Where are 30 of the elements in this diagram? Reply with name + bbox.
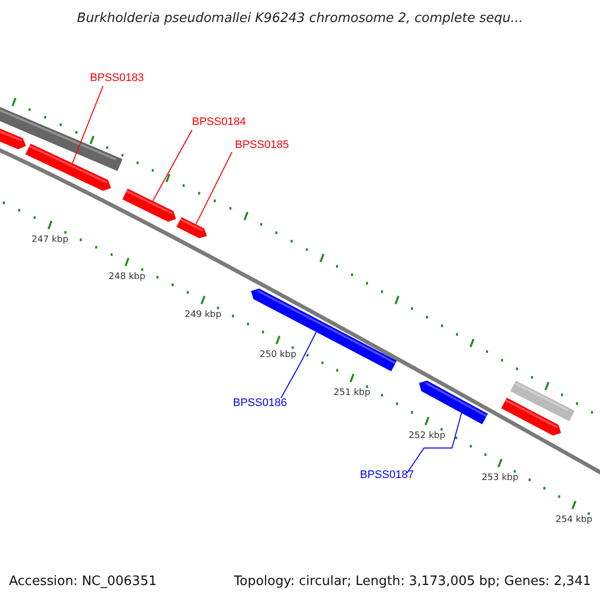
gene-feature	[251, 288, 397, 372]
gene-label: BPSS0184	[192, 117, 246, 128]
gene-label: BPSS0183	[90, 73, 144, 84]
feature-bar	[510, 380, 575, 422]
scale-label: 253 kbp	[482, 474, 518, 483]
gene-feature	[501, 398, 561, 436]
leader-line	[72, 86, 104, 164]
scale-label: 250 kbp	[260, 351, 296, 360]
accession-text: Accession: NC_006351	[9, 575, 157, 588]
gene-label: BPSS0187	[360, 470, 414, 481]
leader-line	[280, 332, 317, 398]
scale-label: 254 kbp	[556, 516, 592, 525]
map-title: Burkholderia pseudomallei K96243 chromosome 2, complete sequ...	[76, 11, 524, 26]
gene-feature	[419, 380, 488, 424]
leader-line	[195, 152, 232, 225]
sequence-info: Topology: circular; Length: 3,173,005 bp; Genes: 2,341	[234, 575, 591, 588]
gene-feature	[25, 144, 111, 191]
gene-feature	[0, 128, 26, 150]
scale-label: 249 kbp	[184, 311, 222, 320]
gene-label: BPSS0186	[233, 398, 287, 409]
leader-line	[152, 130, 192, 202]
scale-label: 248 kbp	[108, 273, 146, 282]
leader-line	[406, 412, 462, 474]
gene-feature	[122, 188, 176, 222]
scale-label: 252 kbp	[408, 432, 446, 441]
scale-label: 247 kbp	[32, 236, 68, 245]
gene-feature	[176, 217, 207, 238]
feature-bar	[0, 106, 122, 171]
gene-label: BPSS0185	[235, 140, 289, 151]
scale-label: 251 kbp	[334, 389, 370, 398]
